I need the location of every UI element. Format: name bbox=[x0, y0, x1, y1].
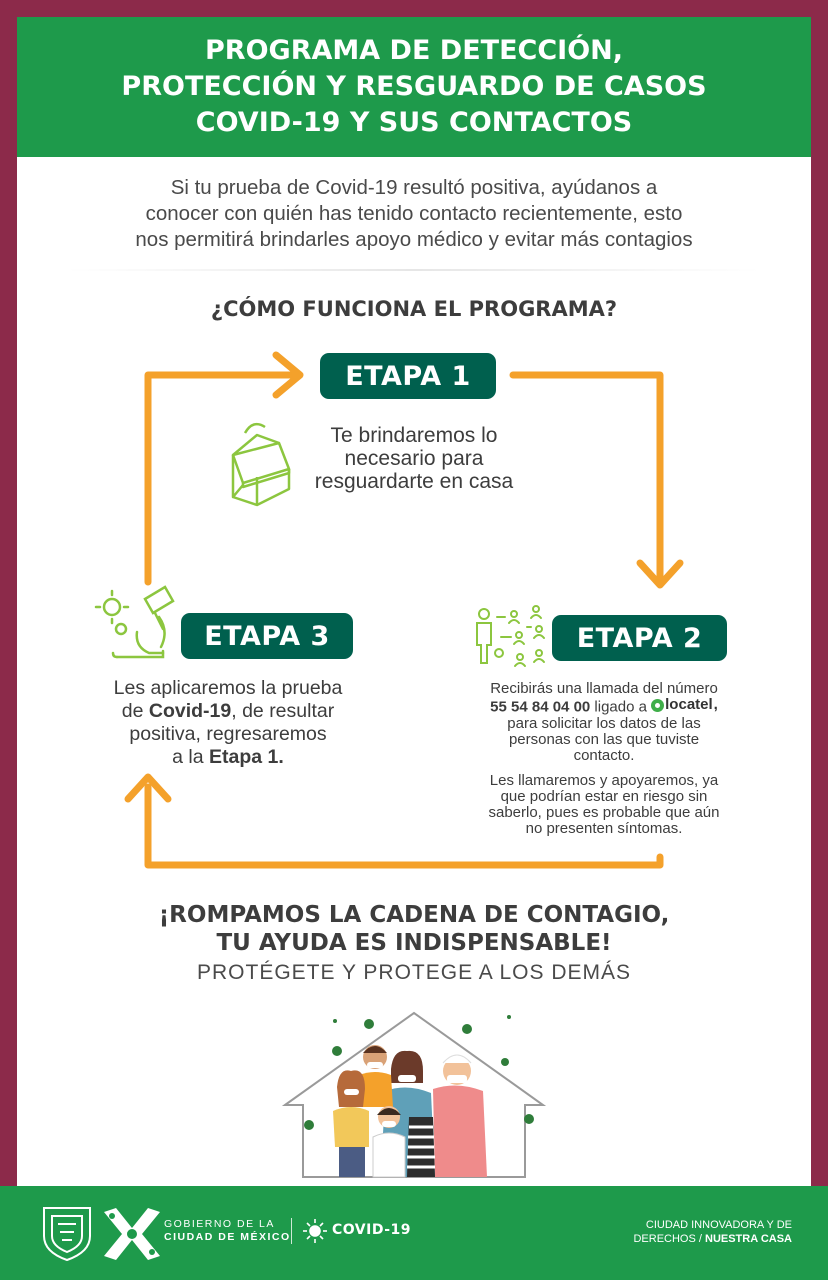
gov-line-1: GOBIERNO DE LA bbox=[164, 1218, 275, 1230]
stage-2-paragraph-2: Les llamaremos y apoyaremos, ya que podr… bbox=[449, 773, 759, 837]
stage-2-p2-line-3: saberlo, pues es probable que aún bbox=[488, 804, 720, 821]
locatel-brand: locatel bbox=[665, 696, 713, 713]
covid-virus-icon bbox=[303, 1219, 327, 1243]
stage-2-line-4: personas con las que tuviste bbox=[508, 730, 700, 748]
house-outline bbox=[281, 1011, 547, 1178]
cdmx-logo-icon bbox=[104, 1208, 160, 1260]
stage-2-line-5: contacto. bbox=[573, 746, 635, 764]
cta-line-1: ¡ROMPAMOS LA CADENA DE CONTAGIO, bbox=[158, 902, 670, 928]
virus-particles bbox=[304, 1015, 534, 1130]
stage-1-text: Te brindaremos lo necesario para resguar… bbox=[279, 424, 549, 493]
stage-2-line-1: Recibirás una llamada del número bbox=[490, 680, 718, 697]
locatel-logo: locatel, bbox=[651, 697, 718, 713]
arrowhead-into-stage3 bbox=[124, 773, 172, 803]
slogan-line-2-bold: NUESTRA CASA bbox=[705, 1233, 792, 1245]
cta-heading: ¡ROMPAMOS LA CADENA DE CONTAGIO, TU AYUD… bbox=[17, 901, 811, 957]
stage-2-line-3: para solicitar los datos de las bbox=[507, 714, 701, 732]
stage-2-p2-line-2: que podrían estar en riesgo sin bbox=[500, 788, 708, 805]
family-illustration bbox=[333, 1045, 487, 1178]
poster-card: PROGRAMA DE DETECCIÓN, PROTECCIÓN Y RESG… bbox=[17, 17, 811, 1187]
arrowhead-into-stage1 bbox=[272, 351, 304, 399]
footer-divider bbox=[291, 1218, 292, 1244]
arrow-stage3-to-stage1 bbox=[144, 371, 297, 586]
covid-19-label: COVID-19 bbox=[332, 1222, 412, 1238]
footer-slogan: CIUDAD INNOVADORA Y DE DERECHOS / NUESTR… bbox=[560, 1218, 792, 1246]
stage-2-paragraph-1: Recibirás una llamada del número 55 54 8… bbox=[449, 681, 759, 764]
microscope-icon bbox=[94, 585, 175, 659]
intro-line-2: conocer con quién has tenido contacto re… bbox=[145, 202, 683, 225]
contacts-network-icon bbox=[476, 605, 545, 667]
slogan-line-2-prefix: DERECHOS / bbox=[633, 1233, 702, 1245]
divider bbox=[67, 269, 761, 271]
slogan-line-1: CIUDAD INNOVADORA Y DE bbox=[645, 1219, 792, 1231]
gov-cdmx-label: GOBIERNO DE LA CIUDAD DE MÉXICO bbox=[164, 1218, 291, 1244]
stage-2-p2-line-1: Les llamaremos y apoyaremos, ya bbox=[489, 772, 719, 789]
stage-3-line-2-prefix: de bbox=[121, 700, 144, 722]
stage-1-line-1: Te brindaremos lo bbox=[330, 424, 498, 447]
cycle-arrows bbox=[94, 351, 684, 1178]
stage-3-etapa1-bold: Etapa 1. bbox=[209, 746, 284, 768]
arrow-stage1-to-stage2 bbox=[509, 371, 664, 581]
stage-2-linked-text: ligado a bbox=[594, 698, 647, 716]
intro-line-1: Si tu prueba de Covid-19 resultó positiv… bbox=[170, 176, 658, 199]
stage-3-line-3: positiva, regresaremos bbox=[129, 723, 327, 745]
stage-3-covid-bold: Covid-19 bbox=[148, 700, 232, 722]
stage-3-line-2-suffix: , de resultar bbox=[231, 700, 335, 722]
stage-1-line-3: resguardarte en casa bbox=[314, 470, 514, 493]
stage-1-badge: ETAPA 1 bbox=[320, 353, 496, 399]
gov-line-2: CIUDAD DE MÉXICO bbox=[164, 1231, 291, 1243]
box-icon bbox=[231, 422, 291, 507]
title-line-2: PROTECCIÓN Y RESGUARDO DE CASOS bbox=[121, 71, 707, 102]
intro-text: Si tu prueba de Covid-19 resultó positiv… bbox=[57, 175, 771, 253]
stage-2-badge: ETAPA 2 bbox=[552, 615, 727, 661]
page-title: PROGRAMA DE DETECCIÓN, PROTECCIÓN Y RESG… bbox=[64, 33, 764, 141]
cta-subline: PROTÉGETE Y PROTEGE A LOS DEMÁS bbox=[196, 961, 631, 984]
arrowhead-into-stage2 bbox=[636, 559, 684, 589]
stage-3-line-1: Les aplicaremos la prueba bbox=[113, 677, 343, 699]
coat-of-arms-icon bbox=[43, 1207, 91, 1262]
stage-1-line-2: necesario para bbox=[344, 447, 484, 470]
title-line-1: PROGRAMA DE DETECCIÓN, bbox=[205, 35, 623, 66]
stage-3-text: Les aplicaremos la prueba de Covid-19, d… bbox=[83, 677, 373, 769]
arrow-stage2-to-stage3 bbox=[144, 783, 664, 869]
title-line-3: COVID-19 Y SUS CONTACTOS bbox=[195, 107, 633, 138]
locatel-phone-number: 55 54 84 04 00 bbox=[490, 698, 591, 716]
stage-3-badge: ETAPA 3 bbox=[181, 613, 353, 659]
intro-line-3: nos permitirá brindarles apoyo médico y … bbox=[135, 228, 693, 251]
footer-logos bbox=[43, 1207, 327, 1262]
stage-2-p2-line-4: no presenten síntomas. bbox=[525, 820, 683, 837]
cta-line-2: TU AYUDA ES INDISPENSABLE! bbox=[216, 930, 612, 956]
stage-3-line-4-prefix: a la bbox=[172, 746, 204, 768]
location-pin-icon bbox=[651, 698, 665, 712]
section-title: ¿CÓMO FUNCIONA EL PROGRAMA? bbox=[210, 297, 618, 321]
header-banner: PROGRAMA DE DETECCIÓN, PROTECCIÓN Y RESG… bbox=[17, 17, 811, 157]
